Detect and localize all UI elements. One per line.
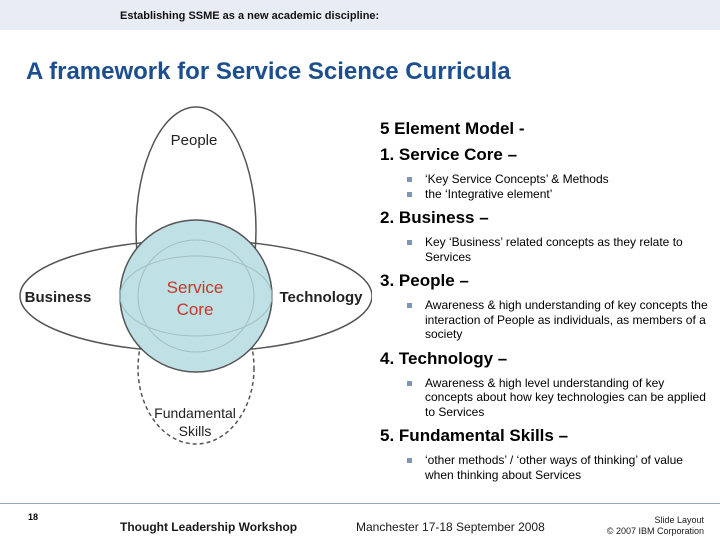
- element-dash: –: [558, 426, 569, 445]
- element-5-bullets: ‘other methods’ / ‘other ways of thinkin…: [406, 453, 710, 482]
- footer-copyright-block: Slide Layout © 2007 IBM Corporation: [607, 515, 704, 537]
- bullet-item: the ‘Integrative element’: [406, 187, 710, 202]
- element-2-bullets: Key ‘Business’ related concepts as they …: [406, 235, 710, 264]
- bullet-item: Awareness & high understanding of key co…: [406, 298, 710, 342]
- model-panel: 5 Element Model - 1. Service Core – ‘Key…: [380, 116, 710, 486]
- copyright-text: © 2007 IBM Corporation: [606, 526, 704, 536]
- element-name: Technology: [398, 348, 494, 368]
- element-number: 4.: [380, 348, 395, 368]
- page-number: 18: [28, 512, 39, 522]
- element-dash: –: [507, 145, 518, 164]
- element-1-bullets: ‘Key Service Concepts’ & Methods the ‘In…: [406, 172, 710, 201]
- element-3-bullets: Awareness & high understanding of key co…: [406, 298, 710, 342]
- overlap-arc: [137, 239, 255, 353]
- bullet-item: Awareness & high level understanding of …: [406, 376, 710, 420]
- people-label: People: [171, 132, 218, 149]
- element-number: 5.: [380, 426, 395, 445]
- business-label: Business: [25, 289, 92, 306]
- technology-label: Technology: [279, 289, 363, 306]
- element-heading-5: 5. Fundamental Skills –: [380, 423, 710, 449]
- element-dash: –: [497, 348, 508, 368]
- model-heading: 5 Element Model -: [380, 119, 525, 138]
- footer-date: Manchester 17-18 September 2008: [356, 520, 545, 534]
- element-heading-3: 3. People –: [380, 268, 710, 294]
- element-dash: –: [479, 208, 489, 227]
- element-name: Service Core: [398, 145, 503, 164]
- element-number: 2.: [380, 208, 395, 227]
- element-dash: –: [459, 271, 469, 290]
- fundamental-label-2: Skills: [179, 423, 212, 439]
- service-core-label-2: Core: [177, 300, 214, 319]
- header-bar: [0, 0, 720, 30]
- element-4-bullets: Awareness & high level understanding of …: [406, 376, 710, 420]
- element-heading-4: 4. Technology –: [380, 346, 710, 372]
- slide-layout-label: Slide Layout: [654, 515, 704, 525]
- bullet-item: ‘other methods’ / ‘other ways of thinkin…: [406, 453, 710, 482]
- service-science-diagram: People Business Technology Service Core …: [19, 106, 372, 445]
- overlap-arc-2: [119, 255, 273, 337]
- service-core-label-1: Service: [167, 278, 224, 297]
- footer-workshop: Thought Leadership Workshop: [120, 520, 298, 534]
- fundamental-label-1: Fundamental: [154, 405, 236, 421]
- bullet-item: ‘Key Service Concepts’ & Methods: [406, 172, 710, 187]
- footer-divider: [0, 503, 720, 504]
- bullet-item: Key ‘Business’ related concepts as they …: [406, 235, 710, 264]
- element-heading-1: 1. Service Core –: [380, 142, 710, 168]
- element-heading-2: 2. Business –: [380, 205, 710, 231]
- slide-subtitle: Establishing SSME as a new academic disc…: [120, 10, 380, 22]
- element-name: People: [398, 271, 455, 290]
- element-name: Fundamental Skills: [398, 426, 554, 445]
- element-name: Business: [398, 208, 475, 227]
- element-number: 3.: [380, 271, 395, 290]
- element-number: 1.: [380, 145, 395, 164]
- slide-title: A framework for Service Science Curricul…: [26, 58, 511, 85]
